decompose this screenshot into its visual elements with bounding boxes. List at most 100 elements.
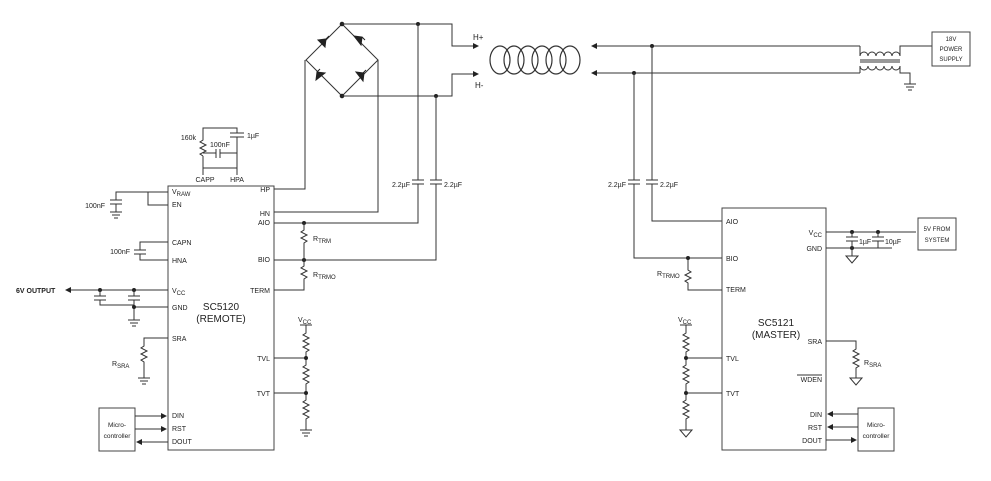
resistor-rsra-remote (139, 337, 168, 378)
hn-wire (274, 60, 379, 213)
cap-2u2-c (628, 73, 722, 259)
pin-vcc-remote: VCC (172, 288, 186, 297)
pin-tvt-master: TVT (726, 391, 740, 398)
tv-wires-master (685, 357, 722, 430)
pin-din-remote: DIN (172, 413, 184, 420)
svg-text:5V FROM: 5V FROM (924, 227, 951, 233)
ground-icon (848, 377, 864, 386)
pin-capn: CAPN (172, 240, 191, 247)
pin-term-remote: TERM (250, 288, 270, 295)
tv-wires-remote (274, 357, 306, 394)
transformer-icon (859, 45, 932, 91)
label-c22-a: 2.2µF (392, 182, 410, 189)
label-rtrmo-remote: RTRMO (313, 272, 336, 281)
label-1uf-top: 1µF (247, 133, 259, 140)
pin-bio-master: BIO (726, 256, 739, 263)
pin-hn: HN (260, 211, 270, 218)
bridge-rectifier (305, 23, 379, 97)
cap-10uf-master (872, 232, 884, 248)
pin-dout-remote: DOUT (172, 439, 193, 446)
cap-100nf-top (203, 149, 237, 158)
ground-icon (138, 377, 150, 385)
sc5121-role: (MASTER) (752, 330, 800, 341)
pin-dout-master: DOUT (802, 438, 823, 445)
diode-icon (352, 35, 366, 47)
label-rsra-master: RSRA (864, 360, 881, 369)
resistor-rsra-master (826, 340, 861, 378)
label-160k: 160k (181, 135, 197, 142)
resistor-master-bottom (681, 393, 691, 428)
ground-icon (678, 429, 694, 438)
svg-text:SYSTEM: SYSTEM (925, 238, 950, 244)
pin-capp: CAPP (195, 177, 214, 184)
label-vcc-master: VCC (678, 317, 692, 326)
hplus-wire (342, 23, 479, 49)
pin-en: EN (172, 202, 182, 209)
svg-text:18V: 18V (946, 37, 957, 43)
pin-rst-remote: RST (172, 426, 187, 433)
label-1uf-master: 1µF (859, 239, 871, 246)
pin-rst-master: RST (808, 425, 823, 432)
cap-2u2-d (646, 46, 722, 222)
output-caps (94, 290, 140, 320)
cap-100nf-en (110, 191, 168, 212)
label-100nf-en: 100nF (85, 203, 105, 210)
label-hminus: H- (475, 81, 484, 90)
label-100nf-top: 100nF (210, 142, 230, 149)
resistor-master-top (680, 324, 692, 358)
svg-text:Micro-: Micro- (867, 422, 885, 429)
resistor-tvt-bottom (301, 393, 311, 430)
pin-hpa: HPA (230, 177, 244, 184)
cap-1uf-master (846, 232, 858, 256)
power-supply-box (931, 31, 971, 67)
cap-2u2-b (274, 96, 442, 261)
label-rsra-remote: RSRA (112, 361, 129, 370)
label-c22-c: 2.2µF (608, 182, 626, 189)
sc5120-role: (REMOTE) (196, 314, 245, 325)
pin-aio-remote: AIO (258, 220, 271, 227)
microcontroller-left (98, 407, 136, 452)
diode-icon (354, 69, 367, 83)
pin-vraw: VRAW (172, 189, 191, 198)
ground-icon (110, 211, 122, 219)
pin-gnd-master: GND (806, 246, 822, 253)
hminus-wire (342, 71, 479, 97)
diode-icon (315, 68, 327, 82)
pin-hp: HP (260, 187, 270, 194)
label-10uf-master: 10µF (885, 239, 901, 246)
pin-sra-master: SRA (808, 339, 823, 346)
resistor-tvl-mid (301, 358, 311, 393)
coupling-coil (489, 45, 581, 75)
ground-icon (300, 429, 312, 437)
cap-1uf-top (230, 132, 244, 168)
resistor-master-mid (681, 358, 691, 393)
diode-icon (316, 35, 330, 49)
pin-hna: HNA (172, 258, 187, 265)
label-c22-b: 2.2µF (444, 182, 462, 189)
pin-sra-remote: SRA (172, 336, 187, 343)
svg-text:Micro-: Micro- (108, 422, 126, 429)
label-100nf-capn: 100nF (110, 249, 130, 256)
pin-din-master: DIN (810, 412, 822, 419)
resistor-tvl-top (300, 324, 312, 358)
system-5v-box (917, 217, 957, 251)
label-6v-output: 6V OUTPUT (16, 288, 56, 295)
pin-wden: WDEN (801, 377, 822, 384)
sc5120-name: SC5120 (203, 302, 240, 313)
pin-aio-master: AIO (726, 219, 739, 226)
cap-2u2-a (274, 24, 424, 224)
svg-text:SUPPLY: SUPPLY (939, 57, 962, 63)
pin-vcc-master: VCC (809, 230, 823, 239)
pin-bio-remote: BIO (258, 257, 271, 264)
label-hplus: H+ (473, 33, 484, 42)
ground-icon (844, 255, 860, 264)
sc5121-name: SC5121 (758, 318, 795, 329)
svg-text:controller: controller (104, 433, 132, 440)
pin-term-master: TERM (726, 287, 746, 294)
label-rtrm: RTRM (313, 236, 331, 245)
microcontroller-right (857, 407, 895, 452)
pin-tvt-remote: TVT (257, 391, 271, 398)
label-c22-d: 2.2µF (660, 182, 678, 189)
top-net-wire (202, 167, 238, 175)
